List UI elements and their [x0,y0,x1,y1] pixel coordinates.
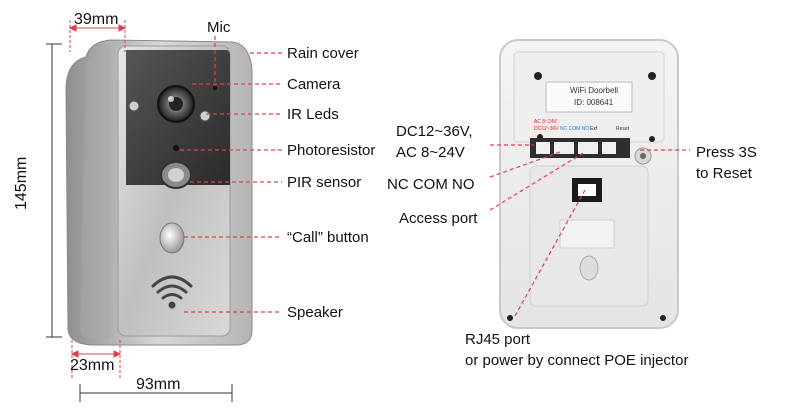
dim-bottom-width: 93mm [136,376,181,393]
label-reset-line1: Press 3S [696,144,757,161]
terminal-label-line2-blue: NC COM NO [560,126,590,132]
label-speaker: Speaker [287,304,343,321]
dim-top-width: 39mm [74,11,119,28]
label-power-line1: DC12~36V, [396,123,473,140]
label-pir-sensor: PIR sensor [287,174,362,191]
label-power-line2: AC 8~24V [396,144,465,161]
label-rj45-line2: or power by connect POE injector [465,352,689,369]
wifi-icon [151,275,193,309]
sticker-line1: WiFi Doorbell [570,86,619,95]
label-access-port: Access port [399,210,478,227]
right-leader-lines [489,144,690,317]
dimension-lines [46,20,233,402]
label-rj45-line1: RJ45 port [465,331,531,348]
back-device [499,39,679,329]
sticker-line2: ID: 008641 [574,98,614,107]
label-mic: Mic [207,19,231,36]
ir-led-left [128,100,140,112]
dim-bottom-depth: 23mm [70,357,115,374]
left-leader-lines [180,36,282,313]
label-nc-com-no: NC COM NO [387,176,475,193]
label-call-button: “Call” button [287,229,369,246]
terminal-label-ext: Ext [590,126,598,132]
ir-led-right [199,110,211,122]
photoresistor-dot [173,145,179,151]
label-ir-leds: IR Leds [287,106,339,123]
label-photoresistor: Photoresistor [287,142,376,159]
front-device [65,39,253,346]
terminal-label-reset: Reset [616,126,630,132]
terminal-label-line1: AC 8~24V [534,119,557,125]
label-rain-cover: Rain cover [287,45,359,62]
mic-hole [213,86,217,90]
dim-height: 145mm [13,156,30,210]
label-reset-line2: to Reset [696,165,752,182]
call-button-shape [159,222,185,254]
id-sticker [545,81,633,113]
terminal-label-line2-red: DC12~36V [534,126,559,132]
label-camera: Camera [287,76,341,93]
